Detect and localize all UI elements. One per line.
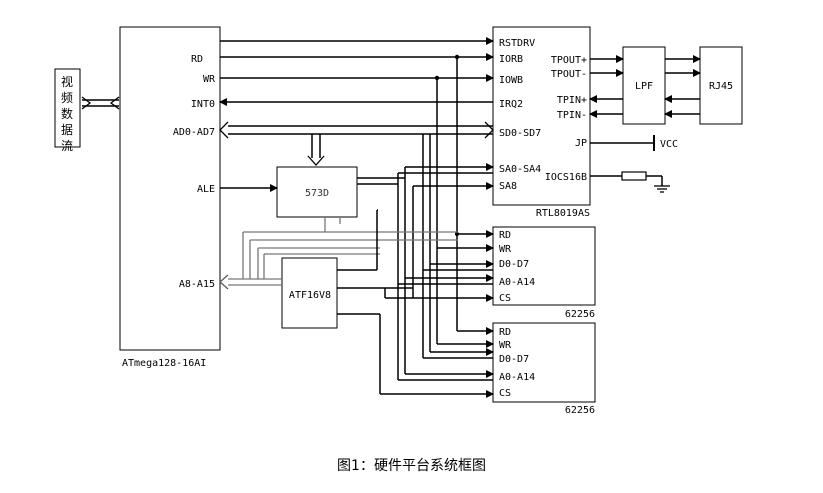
tp-lines [589,55,701,118]
rtl-name: RTL8019AS [536,208,590,219]
rj45-block: RJ45 [699,46,743,125]
rd-wr-bus [434,54,494,348]
sram1-chip: RD WR D0-D7 A0-A14 CS 62256 [492,226,596,320]
video-data-char-2: 频 [61,91,73,105]
pin-tpin-minus: TPIN- [557,110,587,121]
pin-sa0-sa4: SA0-SA4 [499,164,541,175]
video-data-char-3: 数 [61,106,73,121]
vcc-connection: VCC [590,135,678,151]
rj45-name: RJ45 [709,81,733,92]
data-bus [219,121,494,359]
sram1-pin-wr: WR [499,244,512,255]
latch-chip: 573D [276,166,358,218]
pin-tpout-minus: TPOUT- [551,69,587,80]
vcc-label: VCC [660,139,678,150]
figure-caption: 图1：硬件平台系统框图 [337,458,486,474]
pin-iocs16b: IOCS16B [545,172,587,183]
pin-tpout-plus: TPOUT+ [551,55,587,66]
video-data-char-1: 视 [61,74,73,89]
resistor-icon [621,171,647,181]
atmega-name: ATmega128-16AI [122,358,206,369]
sram1-pin-cs: CS [499,293,511,304]
pin-ale: ALE [197,184,215,195]
sram1-name: 62256 [565,309,595,320]
ground-icon [654,185,670,193]
sram1-pin-rd: RD [499,230,511,241]
control-lines [219,37,494,106]
pin-iowb: IOWB [499,75,523,86]
video-data-block: 视 频 数 据 流 [54,68,81,153]
address-low-bus [357,163,494,381]
lpf-name: LPF [635,81,653,92]
pin-sa8: SA8 [499,181,517,192]
pin-a8-a15: A8-A15 [179,279,215,290]
address-high-bus [219,217,458,290]
hardware-block-diagram: 视 频 数 据 流 RD WR INT0 AD0-AD7 ALE A8-A15 … [54,26,743,416]
pin-jp: JP [575,138,587,149]
sram2-chip: RD WR D0-D7 A0-A14 CS 62256 [492,322,596,416]
sram2-pin-rd: RD [499,327,511,338]
gal-chip: ATF16V8 [281,257,338,329]
sram2-pin-d: D0-D7 [499,354,529,365]
gal-name: ATF16V8 [289,290,331,301]
video-data-char-5: 流 [61,139,73,153]
chip-select-lines [337,209,494,398]
pin-sd0-sd7: SD0-SD7 [499,128,541,139]
sram1-pin-d: D0-D7 [499,259,529,270]
atmega-chip: RD WR INT0 AD0-AD7 ALE A8-A15 ATmega128-… [119,26,221,369]
sram2-pin-a: A0-A14 [499,372,535,383]
sram1-pin-a: A0-A14 [499,277,535,288]
lpf-block: LPF [622,46,666,125]
pin-wr: WR [203,74,216,85]
sram2-name: 62256 [565,405,595,416]
pin-tpin-plus: TPIN+ [557,95,587,106]
rtl8019-chip: RSTDRV IORB IOWB IRQ2 SD0-SD7 SA0-SA4 SA… [492,26,591,219]
pin-ad0-ad7: AD0-AD7 [173,127,215,138]
sram2-pin-wr: WR [499,340,512,351]
video-data-char-4: 据 [61,123,73,137]
pin-int0: INT0 [191,99,215,110]
video-bus-arrow [81,96,120,110]
pin-iorb: IORB [499,54,523,65]
iocs16b-ground [590,171,670,193]
sram2-pin-cs: CS [499,388,511,399]
pin-rd: RD [191,54,203,65]
pin-rstdrv: RSTDRV [499,38,535,49]
latch-name: 573D [305,188,329,199]
pin-irq2: IRQ2 [499,99,523,110]
